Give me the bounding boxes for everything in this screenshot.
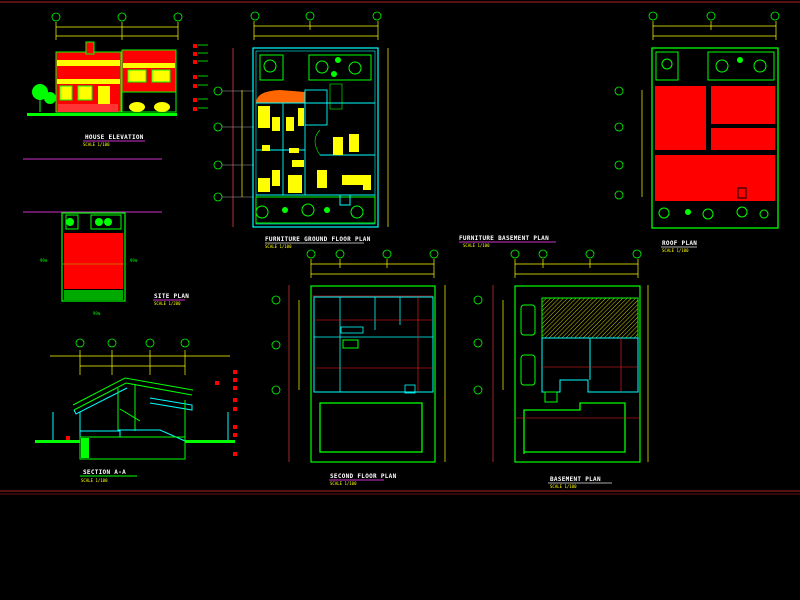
- elevation-title: HOUSE ELEVATION: [85, 134, 144, 141]
- site-scale: SCALE 1/200: [154, 301, 181, 306]
- roof-plan: ROOF PLAN SCALE 1/100: [614, 11, 780, 253]
- furniture-basement-title: FURNITURE BASEMENT PLAN: [459, 235, 549, 242]
- house-elevation: HOUSE ELEVATION SCALE 1/100: [23, 12, 208, 213]
- ground-floor-title: FURNITURE GROUND FLOOR PLAN: [265, 236, 371, 243]
- second-floor-title: SECOND FLOOR PLAN: [330, 473, 397, 480]
- site-dim-bottom: 99m: [93, 311, 101, 316]
- site-dim-right: 99m: [130, 258, 138, 263]
- site-dim-left: 99m: [40, 258, 48, 263]
- roof-plan-title: ROOF PLAN: [662, 240, 697, 247]
- section-title: SECTION A-A: [83, 469, 126, 476]
- furniture-ground-floor-plan: FURNITURE GROUND FLOOR PLAN SCALE 1/100: [213, 11, 389, 249]
- site-plan: 99m 99m 99m SITE PLAN SCALE 1/200: [40, 212, 189, 316]
- second-floor-scale: SCALE 1/100: [330, 481, 357, 486]
- ground-floor-scale: SCALE 1/100: [265, 244, 292, 249]
- roof-plan-scale: SCALE 1/100: [662, 248, 689, 253]
- basement-plan: BASEMENT PLAN SCALE 1/100: [473, 249, 649, 489]
- site-title: SITE PLAN: [154, 293, 189, 300]
- elevation-scale: SCALE 1/100: [83, 142, 110, 147]
- section-scale: SCALE 1/100: [81, 478, 108, 483]
- basement-title: BASEMENT PLAN: [550, 476, 601, 483]
- furniture-basement-scale: SCALE 1/100: [463, 243, 490, 248]
- basement-scale: SCALE 1/100: [550, 484, 577, 489]
- section-a-a: SECTION A-A SCALE 1/100: [35, 338, 237, 483]
- second-floor-plan: SECOND FLOOR PLAN SCALE 1/100: [271, 249, 446, 486]
